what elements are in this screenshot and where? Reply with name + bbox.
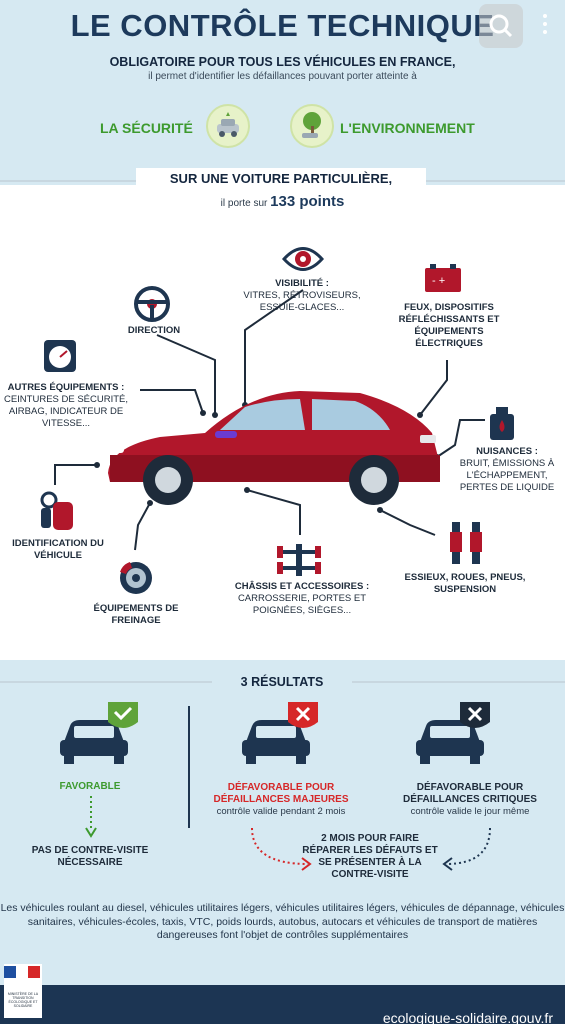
more-menu-icon[interactable] [535, 10, 555, 40]
visibility-desc: VITRES, RÉTROVISEURS, ESSUIE-GLACES... [243, 290, 361, 313]
other-equipment-title: AUTRES ÉQUIPEMENTS : [7, 382, 125, 393]
major-defects-title: DÉFAVORABLE POUR DÉFAILLANCES MAJEURES [213, 782, 349, 805]
svg-text:- +: - + [432, 275, 445, 287]
results-heading: 3 RÉSULTATS [212, 673, 352, 691]
other-equipment-label: AUTRES ÉQUIPEMENTS : CEINTURES DE SÉCURI… [0, 382, 132, 430]
page-title: LE CONTRÔLE TECHNIQUE [70, 8, 495, 43]
safety-label: LA SÉCURITÉ [100, 120, 193, 136]
points-heading: SUR UNE VOITURE PARTICULIÈRE, [136, 168, 426, 190]
environment-tree-icon [290, 104, 334, 148]
car-diagram [54, 289, 485, 551]
critical-defects-block: DÉFAVORABLE POUR DÉFAILLANCES CRITIQUES … [382, 782, 558, 818]
search-icon[interactable] [479, 4, 523, 48]
major-arrow [251, 827, 312, 871]
speedometer-icon [43, 339, 77, 378]
subtitle: OBLIGATOIRE POUR TOUS LES VÉHICULES EN F… [109, 55, 456, 69]
chassis-label: CHÂSSIS ET ACCESSOIRES : CARROSSERIE, PO… [222, 581, 382, 617]
ministry-text: MINISTÈRE DE LA TRANSITION ÉCOLOGIQUE ET… [7, 992, 39, 1008]
points-prefix: il porte sur [220, 198, 268, 209]
visibility-title: VISIBILITÉ : [275, 278, 329, 289]
brake-disc-icon [118, 560, 154, 601]
intro-text: il permet d'identifier les défaillances … [148, 71, 417, 82]
favorable-label: FAVORABLE [59, 781, 121, 792]
favorable-arrow [85, 796, 97, 838]
nuisances-desc: BRUIT, ÉMISSIONS À L'ÉCHAPPEMENT, PERTES… [459, 458, 555, 493]
car-major-defect-icon [240, 700, 320, 773]
car-critical-defect-icon [414, 700, 494, 773]
critical-defects-sub: contrôle valide le jour même [410, 806, 530, 817]
braking-label: ÉQUIPEMENTS DE FREINAGE [93, 603, 179, 626]
car-keys-icon [37, 490, 77, 537]
critical-defects-title: DÉFAVORABLE POUR DÉFAILLANCES CRITIQUES [403, 782, 537, 805]
battery-icon: - + [423, 262, 463, 299]
chassis-desc: CARROSSERIE, PORTES ET POIGNÉES, SIÈGES.… [237, 593, 367, 616]
steering-wheel-icon [133, 285, 171, 328]
safety-car-icon [206, 104, 250, 148]
chassis-icon [276, 540, 322, 585]
critical-arrow [442, 827, 491, 871]
axles-label: ESSIEUX, ROUES, PNEUS, SUSPENSION [404, 572, 526, 595]
nuisances-label: NUISANCES : BRUIT, ÉMISSIONS À L'ÉCHAPPE… [449, 446, 565, 494]
nuisances-title: NUISANCES : [476, 446, 538, 457]
eye-icon [281, 242, 325, 281]
car-favorable-icon [58, 700, 138, 773]
direction-label: DIRECTION [127, 325, 181, 336]
identification-label: IDENTIFICATION DU VÉHICULE [12, 538, 104, 561]
results-divider [188, 706, 190, 828]
suspension-icon [447, 520, 485, 571]
oil-can-icon [487, 404, 517, 447]
government-logo: MINISTÈRE DE LA TRANSITION ÉCOLOGIQUE ET… [4, 964, 42, 1018]
points-line: il porte sur 133 points [0, 193, 565, 210]
additional-checks-note: Les véhicules roulant au diesel, véhicul… [0, 902, 565, 941]
environment-label: L'ENVIRONNEMENT [340, 120, 475, 136]
website-link[interactable]: ecologique-solidaire.gouv.fr [382, 1010, 553, 1024]
other-equipment-desc: CEINTURES DE SÉCURITÉ, AIRBAG, INDICATEU… [3, 394, 129, 429]
no-recheck-label: PAS DE CONTRE-VISITE NÉCESSAIRE [31, 845, 149, 868]
footer-bar [0, 985, 565, 1024]
points-count: 133 points [270, 193, 345, 210]
major-defects-sub: contrôle valide pendant 2 mois [216, 806, 346, 817]
chassis-title: CHÂSSIS ET ACCESSOIRES : [234, 581, 370, 592]
lights-label: FEUX, DISPOSITIFS RÉFLÉCHISSANTS ET ÉQUI… [398, 302, 500, 349]
visibility-label: VISIBILITÉ : VITRES, RÉTROVISEURS, ESSUI… [236, 278, 368, 314]
recheck-label: 2 MOIS POUR FAIRE RÉPARER LES DÉFAUTS ET… [302, 833, 438, 880]
major-defects-block: DÉFAVORABLE POUR DÉFAILLANCES MAJEURES c… [196, 782, 366, 818]
